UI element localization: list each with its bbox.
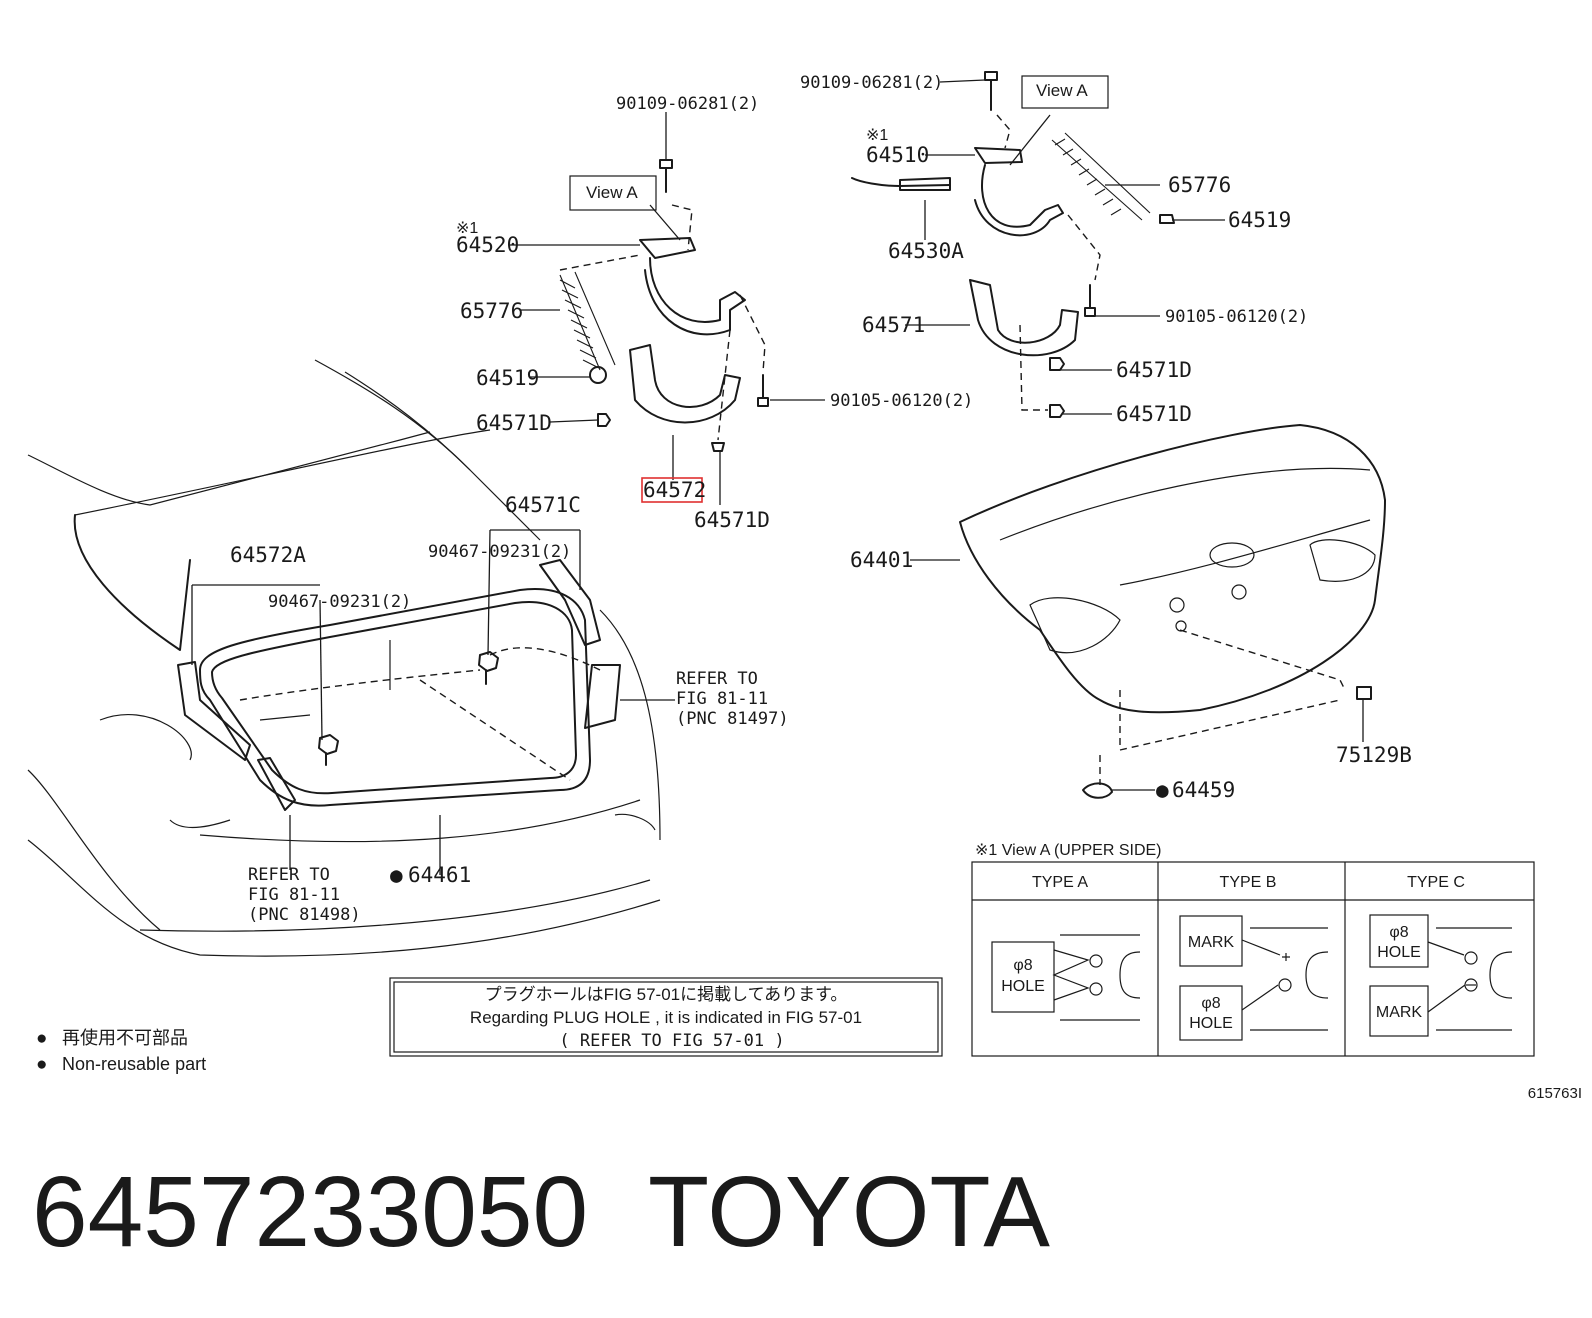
notice-line-ref: ( REFER TO FIG 57-01 )	[559, 1031, 784, 1051]
label-90109-left: 90109-06281(2)	[616, 94, 759, 114]
view-table-title: ※1 View A (UPPER SIDE)	[975, 842, 1162, 859]
view-a-box-right	[1021, 75, 1109, 109]
legend-text-ja: 再使用不可部品	[62, 1028, 188, 1048]
type-a-phi: φ8	[1013, 957, 1032, 974]
label-64571C: 64571C	[505, 493, 581, 517]
bullet-64461: ●	[390, 863, 403, 887]
legend-bullet-1: ●	[36, 1028, 47, 1049]
ref-left-line-1: REFER TO	[248, 865, 330, 885]
footer-part-number: 6457233050	[32, 1156, 588, 1268]
view-a-table: ※1 View A (UPPER SIDE) TYPE A TYPE B TYP…	[971, 842, 1535, 1057]
bullet-64459: ●	[1156, 778, 1169, 802]
label-64461: 64461	[408, 863, 471, 887]
legend-bullet-2: ●	[36, 1054, 47, 1075]
type-c-hole: HOLE	[1377, 944, 1421, 961]
weatherstrip-64461	[199, 588, 591, 807]
label-64572A: 64572A	[230, 543, 306, 567]
vehicle-body-outline	[27, 359, 661, 957]
label-64571: 64571	[862, 313, 925, 337]
type-c-diagram: φ8 HOLE MARK	[1369, 914, 1513, 1037]
label-75129B: 75129B	[1336, 743, 1412, 767]
clip-90467-icons	[318, 647, 601, 766]
label-64571D-left-2: 64571D	[694, 508, 770, 532]
hinge-assembly-left	[559, 159, 769, 452]
label-64401: 64401	[850, 548, 913, 572]
trim-64571C	[539, 559, 621, 729]
header-type-c: TYPE C	[1407, 874, 1465, 891]
type-b-diagram: MARK φ8 HOLE	[1179, 915, 1329, 1041]
ref-right-line-3: (PNC 81497)	[676, 709, 789, 729]
legend: ● 再使用不可部品 ● Non-reusable part	[36, 1028, 206, 1075]
label-90467-left: 90467-09231(2)	[268, 592, 411, 612]
header-type-a: TYPE A	[1032, 874, 1088, 891]
figure-id: 615763I	[1528, 1085, 1582, 1102]
label-note-mark-right: ※1	[866, 127, 888, 144]
notice-line-en: Regarding PLUG HOLE , it is indicated in…	[470, 1008, 862, 1027]
label-64520: 64520	[456, 233, 519, 257]
type-c-phi: φ8	[1389, 924, 1408, 941]
label-64572: 64572	[643, 478, 706, 502]
label-64571D-right-1: 64571D	[1116, 358, 1192, 382]
view-a-box-left	[569, 175, 657, 211]
label-note-mark-left: ※1	[456, 220, 478, 237]
label-64519-left: 64519	[476, 366, 539, 390]
label-90109-right: 90109-06281(2)	[800, 73, 943, 93]
header-type-b: TYPE B	[1220, 874, 1277, 891]
label-90467-right: 90467-09231(2)	[428, 542, 571, 562]
footer-brand: TOYOTA	[648, 1156, 1050, 1268]
label-65776-right: 65776	[1168, 173, 1231, 197]
label-view-a-right: View A	[1036, 81, 1088, 100]
type-a-diagram: φ8 HOLE	[991, 934, 1141, 1021]
label-65776-left: 65776	[460, 299, 523, 323]
type-b-hole: HOLE	[1189, 1015, 1233, 1032]
trim-64572A	[177, 661, 296, 811]
label-64519-right: 64519	[1228, 208, 1291, 232]
ref-right-line-1: REFER TO	[676, 669, 758, 689]
label-64510: 64510	[866, 143, 929, 167]
label-64530A: 64530A	[888, 239, 964, 263]
highlight-box-64572	[641, 477, 703, 503]
part-labels: 90109-06281(2) View A ※1 64520 65776 645…	[230, 73, 1412, 925]
label-view-a-left: View A	[586, 183, 638, 202]
hinge-assembly-right	[851, 71, 1175, 418]
notice-line-ja: プラグホールはFIG 57-01に掲載してあります。	[485, 985, 848, 1004]
leader-lines	[191, 79, 1364, 875]
type-a-hole: HOLE	[1001, 978, 1045, 995]
ref-left-line-2: FIG 81-11	[248, 885, 340, 905]
type-b-mark: MARK	[1188, 934, 1235, 951]
trunk-lid-64401	[959, 424, 1386, 799]
ref-left-line-3: (PNC 81498)	[248, 905, 361, 925]
type-b-phi: φ8	[1201, 995, 1220, 1012]
label-90105-right: 90105-06120(2)	[1165, 307, 1308, 327]
label-64571D-right-2: 64571D	[1116, 402, 1192, 426]
plug-hole-notice: プラグホールはFIG 57-01に掲載してあります。 Regarding PLU…	[389, 977, 943, 1057]
label-64571D-left-1: 64571D	[476, 411, 552, 435]
legend-text-en: Non-reusable part	[62, 1054, 206, 1074]
label-90105-left: 90105-06120(2)	[830, 391, 973, 411]
type-c-mark: MARK	[1376, 1004, 1423, 1021]
ref-right-line-2: FIG 81-11	[676, 689, 768, 709]
label-64459: 64459	[1172, 778, 1235, 802]
